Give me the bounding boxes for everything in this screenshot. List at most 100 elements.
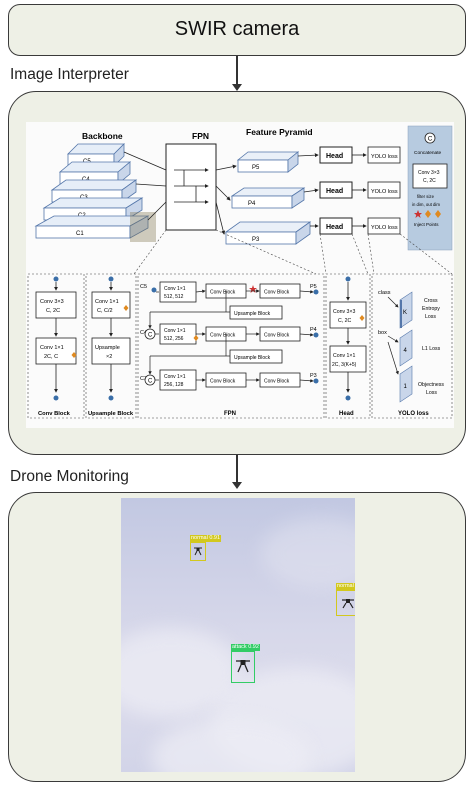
fpn-row3-conv-line2: 256, 128	[164, 382, 184, 388]
backbone-label-c1: C1	[76, 231, 84, 237]
drone-camera-image: normal 0.91 normal attack 0.92	[121, 498, 355, 772]
legend-in-out-dim: in dim, out dim	[412, 202, 440, 207]
detection-attack-box[interactable]	[231, 651, 255, 683]
head-label-3: Head	[326, 224, 343, 231]
inject-diamond-icon-2	[435, 210, 441, 218]
drone-monitoring-label: Drone Monitoring	[10, 468, 129, 485]
detection-attack-label: attack 0.92	[231, 644, 260, 651]
conv-block-detail: Conv 3×3 C, 2C Conv 1×1 2C, C Conv Block	[27, 273, 85, 419]
concat-icon	[424, 132, 436, 144]
legend-filter-size: filter size	[417, 194, 435, 199]
fpn-concat-2: C	[148, 379, 153, 385]
swir-camera-box: SWIR camera	[8, 4, 466, 56]
flow-arrow-line-2	[236, 455, 238, 483]
fpn-row3-conv-block-2: Conv Block	[264, 379, 290, 385]
fpn-row3-conv-block-1: Conv Block	[210, 379, 236, 385]
detection-normal-box-2[interactable]	[336, 590, 355, 616]
yolo-loss1-line2: Entropy	[422, 306, 440, 312]
pyramid-level-p4: P4	[230, 187, 306, 209]
yolo-loss3-line1: Objectness	[418, 382, 444, 388]
fpn-row2-conv-block-2: Conv Block	[264, 333, 290, 339]
head-top-line1: Conv 3×3	[333, 309, 355, 315]
head-detail-caption: Head	[339, 411, 354, 417]
fpn-row1-conv-block-1: Conv Block	[210, 290, 236, 296]
yolo-box-label: box	[378, 330, 387, 336]
conv-block-bottom-line2: 2C, C	[44, 354, 58, 360]
fpn-input-c3: C3	[140, 376, 147, 382]
upsample-top-line1: Conv 1×1	[95, 299, 119, 305]
pyramid-label-p3: P3	[252, 237, 260, 243]
yolo-loss-box-2	[367, 181, 401, 199]
inject-star-icon	[414, 210, 422, 218]
head-bottom-line1: Conv 1×1	[333, 353, 355, 359]
backbone-stack: C5 C4 C3 C2 C1	[34, 143, 156, 242]
head-label-2: Head	[326, 188, 343, 195]
head-top-line2: C, 2C	[338, 318, 352, 324]
backbone-title: Backbone	[82, 131, 123, 141]
fpn-row1-conv-line2: 512, 512	[164, 294, 184, 300]
fpn-detail: C5 C4 C3 C C Conv 1×1 512, 512 Conv Bloc…	[137, 273, 325, 419]
fpn-output-p3: P3	[310, 373, 317, 379]
flow-arrow-head	[232, 84, 242, 91]
feature-pyramid-title: Feature Pyramid	[246, 127, 313, 137]
fpn-row2-upsample: Upsample Block	[234, 355, 271, 361]
yolo-loss1-line1: Cross	[424, 298, 438, 304]
pyramid-label-p5: P5	[252, 165, 260, 171]
backbone-layer-1: C1	[34, 215, 150, 239]
fpn-title: FPN	[192, 131, 209, 141]
yolo-loss-label-3: YOLO loss	[371, 225, 398, 231]
fpn-module-box	[165, 143, 217, 231]
fpn-row1-conv-line1: Conv 1×1	[164, 286, 186, 292]
inject-diamond-icon	[425, 210, 431, 218]
drone-icon-2	[342, 599, 354, 609]
backbone-fpn-connectors	[123, 151, 167, 221]
legend-conv-line1: Conv 3×3	[418, 170, 440, 176]
fpn-row2-conv-block-1: Conv Block	[210, 333, 236, 339]
detection-normal-box[interactable]	[190, 542, 206, 561]
fpn-detail-caption: FPN	[224, 411, 236, 417]
flow-arrow-head-2	[232, 482, 242, 489]
fpn-row1-upsample: Upsample Block	[234, 311, 271, 317]
yolo-loss-label-2: YOLO loss	[371, 189, 398, 195]
yolo-class-label: class	[378, 290, 391, 296]
yolo-loss-detail: class box K 4 1 Cross Entropy Loss L1 Lo…	[371, 273, 453, 419]
pyramid-level-p3: P3	[224, 221, 312, 245]
fpn-input-c5: C5	[140, 284, 147, 290]
pyramid-label-p4: P4	[248, 201, 256, 207]
fpn-output-p4: P4	[310, 327, 317, 333]
fpn-concat-1: C	[148, 333, 153, 339]
conv-block-top-line2: C, 2C	[46, 308, 60, 314]
yolo-card-1-label: 1	[404, 384, 408, 390]
yolo-card-k-label: K	[403, 310, 407, 316]
drone-icon-3	[236, 660, 250, 673]
yolo-loss1-line3: Loss	[425, 314, 436, 320]
conv-block-top-line1: Conv 3×3	[40, 299, 64, 305]
upsample-top-line2: C, C/2	[97, 308, 113, 314]
head-label-1: Head	[326, 153, 343, 160]
conv-block-bottom-line1: Conv 1×1	[40, 345, 64, 351]
expansion-guides	[133, 229, 453, 275]
yolo-card-4: 4	[399, 329, 413, 367]
upsample-caption: Upsample Block	[88, 411, 134, 417]
legend-concat-symbol: C	[428, 136, 433, 143]
yolo-loss-box-3	[367, 217, 401, 235]
upsample-bottom-line2: ×2	[106, 354, 112, 360]
swir-camera-title: SWIR camera	[174, 18, 300, 40]
yolo-loss-label-1: YOLO loss	[371, 154, 398, 160]
upsample-bottom-line1: Upsample	[95, 345, 120, 351]
conv-block-caption: Conv Block	[38, 411, 71, 417]
yolo-detail-caption: YOLO loss	[398, 411, 429, 417]
detection-normal-label-2: normal	[336, 583, 355, 590]
head-bottom-line2: 2C, 3(K+5)	[332, 362, 357, 368]
yolo-card-4-label: 4	[404, 348, 408, 354]
fpn-row2-conv-line2: 512, 256	[164, 336, 184, 342]
legend-concatenate: Concatenate	[414, 150, 442, 156]
legend-inject-points: Inject Points	[414, 222, 439, 227]
yolo-loss3-line2: Loss	[426, 390, 437, 396]
fpn-row3-conv-line1: Conv 1×1	[164, 374, 186, 380]
fpn-output-p5: P5	[310, 284, 317, 290]
fpn-input-c4: C4	[140, 330, 147, 336]
yolo-card-1: 1	[399, 365, 413, 403]
drone-icon	[194, 547, 202, 556]
legend-panel: C Concatenate Conv 3×3 C, 2C filter size…	[407, 125, 453, 251]
